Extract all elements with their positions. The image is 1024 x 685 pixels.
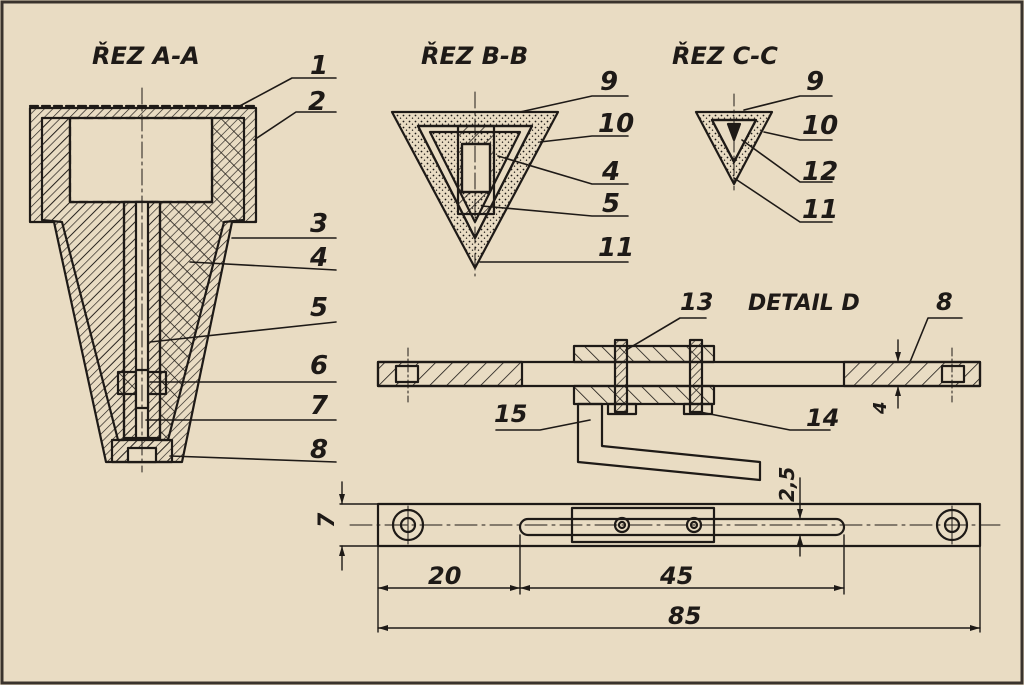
screw-right [688, 338, 704, 414]
label-part-14: 14 [806, 404, 839, 432]
label-aa-part: 1 [310, 51, 328, 81]
hook-part-15 [576, 402, 762, 482]
label-bb-part: 10 [598, 109, 634, 139]
label-cc-part: 9 [806, 67, 824, 97]
section-cc-leaders [733, 95, 833, 223]
dim-bar-width: 7 [315, 512, 340, 528]
label-cc-part: 12 [802, 157, 838, 187]
section-cc-view [694, 93, 774, 191]
dim-overall-length: 85 [668, 602, 701, 630]
title-section-bb: ŘEZ B-B [421, 40, 528, 70]
section-aa-leaders [145, 77, 337, 463]
label-cc-part: 10 [802, 111, 838, 141]
title-detail-d: DETAIL D [748, 291, 860, 316]
dimension-lines [339, 477, 981, 633]
label-aa-part: 7 [310, 391, 329, 421]
section-aa-view [28, 87, 258, 473]
label-aa-part: 6 [310, 351, 328, 381]
plan-view [349, 502, 1001, 548]
section-bb-view [390, 91, 560, 277]
label-aa-part: 3 [310, 209, 328, 239]
dim-hole-offset: 20 [428, 562, 461, 590]
nut-part-14 [682, 402, 714, 416]
label-bb-part: 9 [600, 67, 618, 97]
label-bb-part: 4 [601, 157, 620, 187]
label-part-15: 15 [494, 400, 527, 428]
label-bb-part: 5 [602, 189, 620, 219]
dim-slot-width: 2,5 [775, 467, 799, 502]
label-aa-part: 4 [309, 243, 328, 273]
detail-d-leaders [495, 317, 963, 431]
title-section-cc: ŘEZ C-C [672, 40, 778, 70]
label-aa-part: 5 [310, 293, 328, 323]
screw-left [613, 338, 629, 414]
label-aa-part: 8 [310, 435, 328, 465]
label-aa-part: 2 [308, 87, 326, 117]
dim-slot-length: 45 [659, 562, 693, 590]
label-part-8: 8 [936, 288, 953, 316]
clamp-part-13 [572, 344, 716, 364]
dim-thickness: 4 [870, 401, 891, 415]
label-bb-part: 11 [598, 233, 634, 263]
section-bb-leaders [479, 95, 629, 263]
title-section-aa: ŘEZ A-A [92, 40, 200, 70]
detail-d-view [376, 338, 982, 482]
label-cc-part: 11 [802, 195, 838, 225]
label-part-13: 13 [680, 288, 713, 316]
